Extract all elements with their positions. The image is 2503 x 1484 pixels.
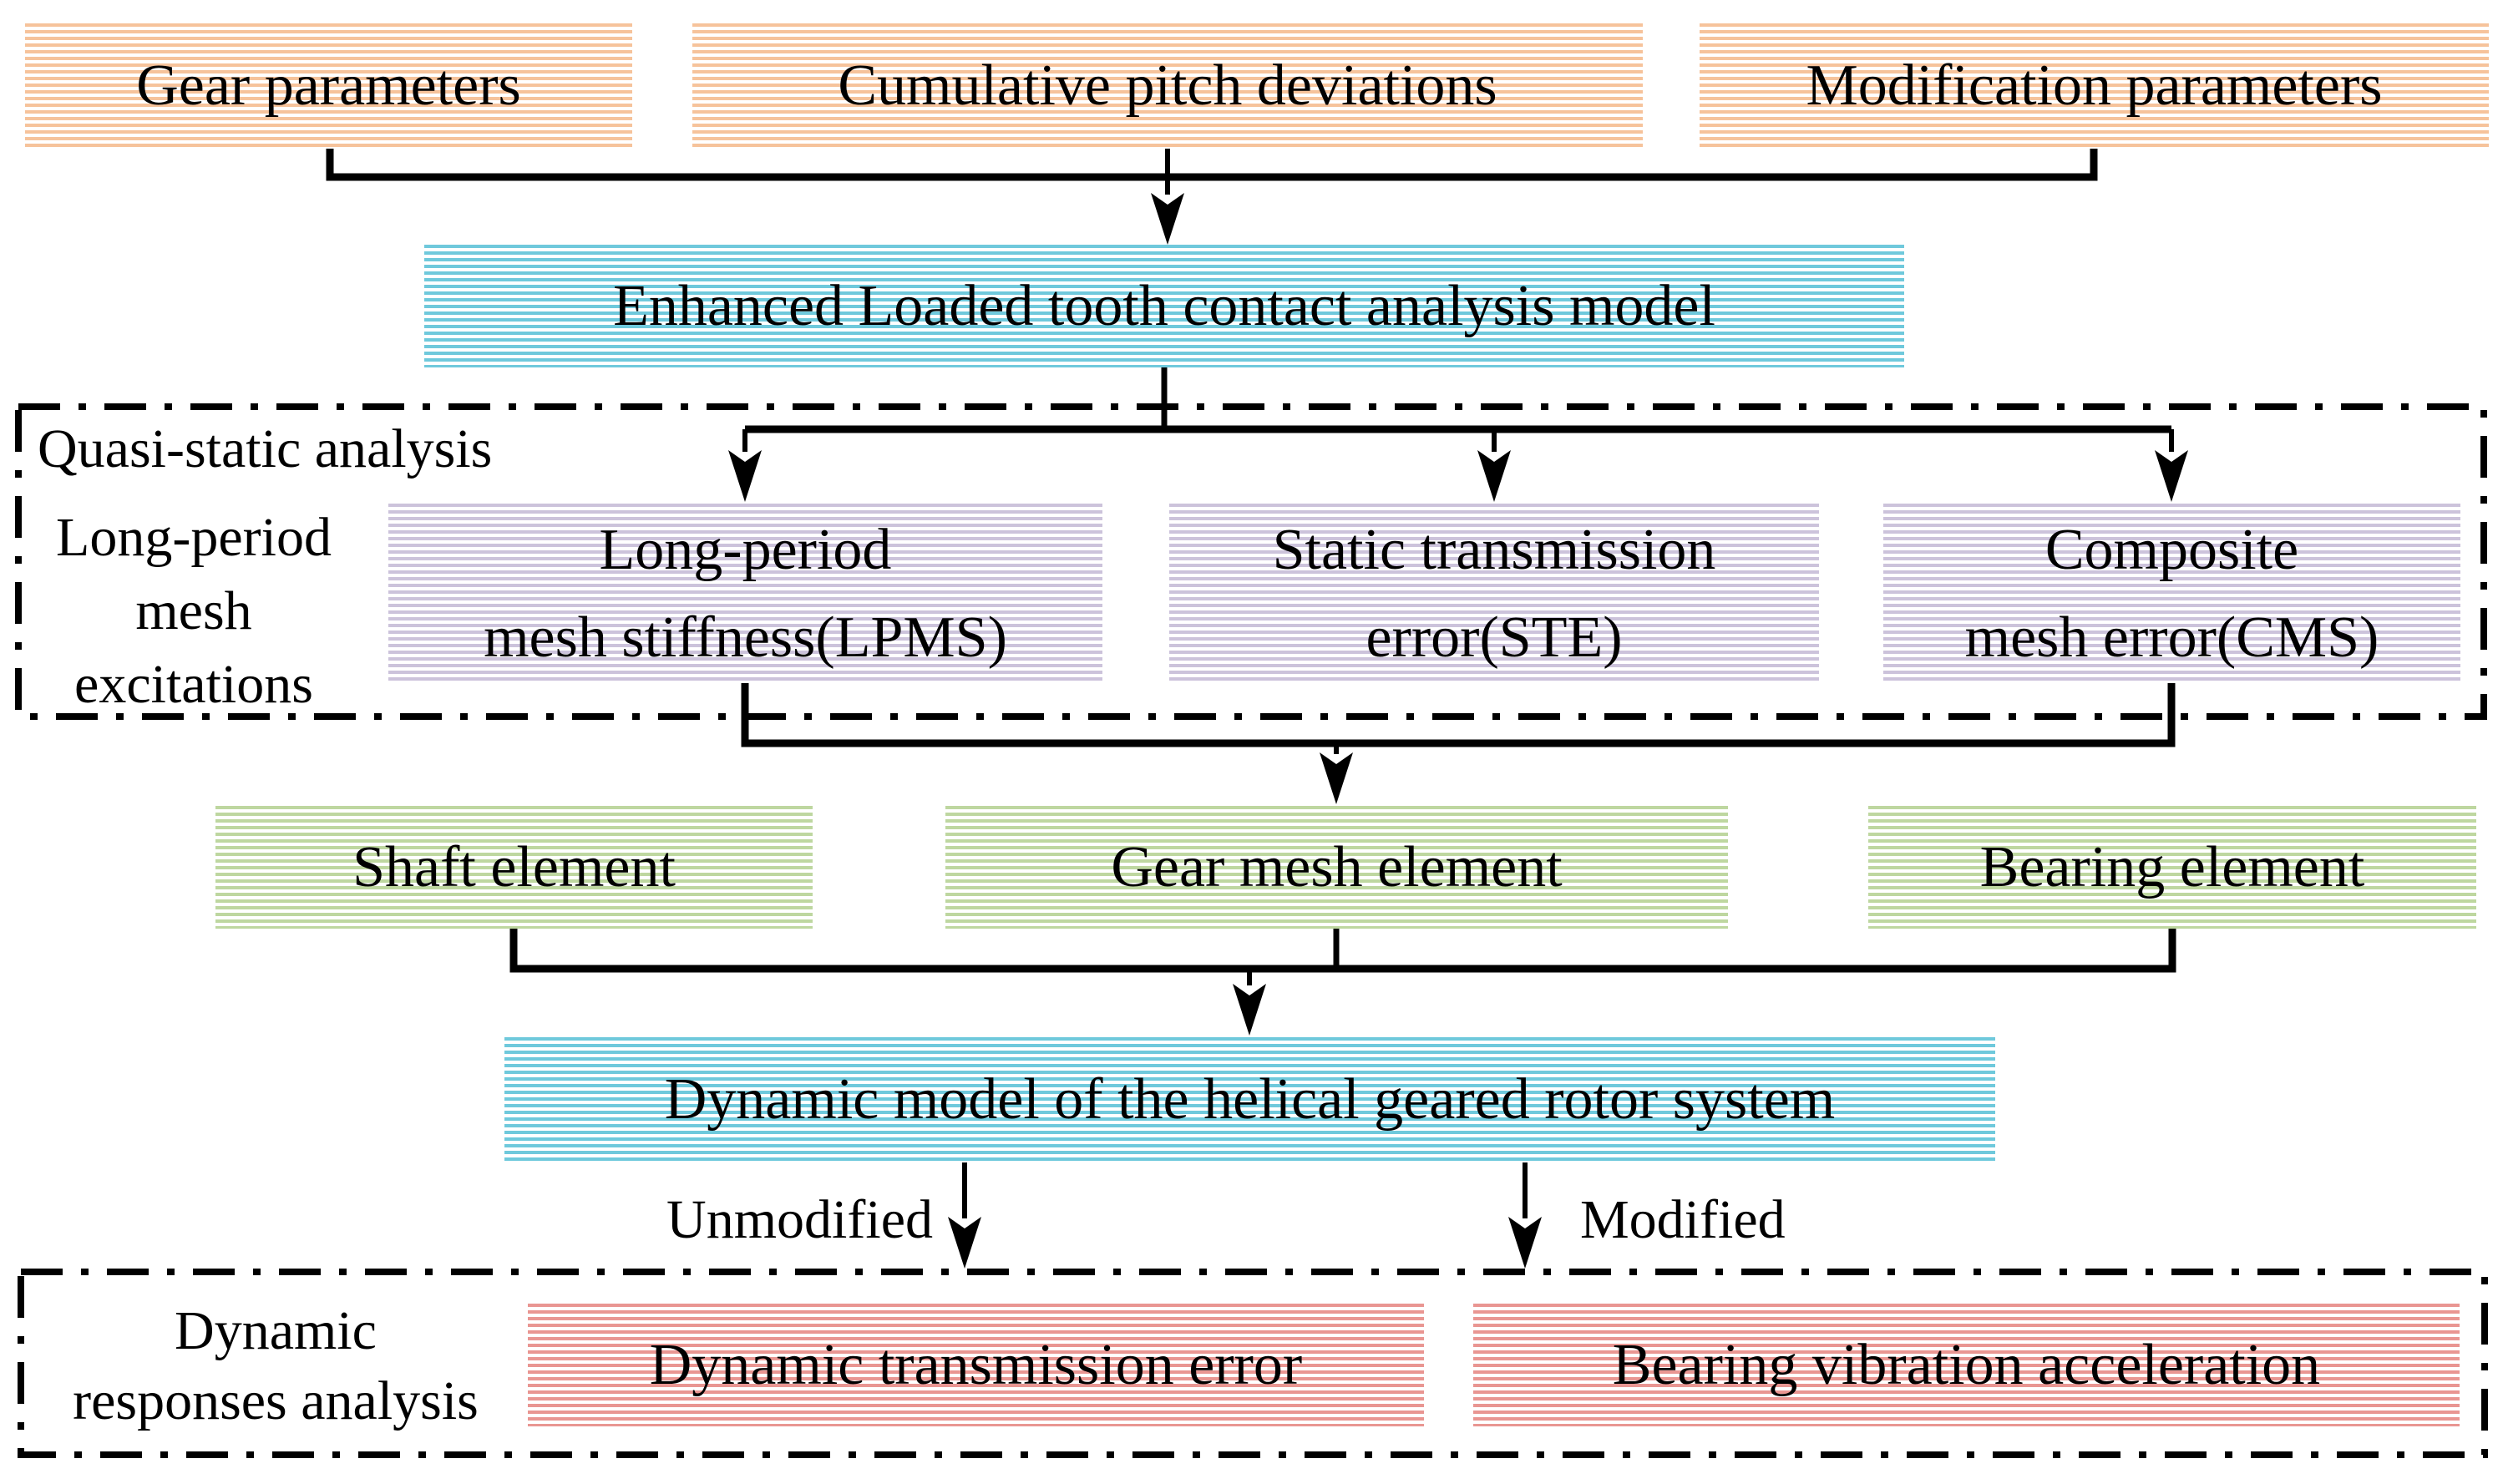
node-cumulative-pitch-deviations-label: Cumulative pitch deviations	[838, 53, 1497, 118]
node-modification-parameters-label: Modification parameters	[1806, 53, 2383, 118]
edge-excitation-bus	[741, 683, 2176, 747]
node-shaft-element-label: Shaft element	[352, 834, 676, 899]
node-ste: Static transmission error(STE)	[1169, 504, 1819, 683]
node-gear-mesh-element: Gear mesh element	[945, 806, 1728, 929]
excitations-label-line2: mesh	[135, 580, 252, 641]
node-bearing-element: Bearing element	[1868, 806, 2476, 929]
node-dynamic-model-label: Dynamic model of the helical geared roto…	[664, 1067, 1836, 1132]
node-bearing-vibration-acceleration: Bearing vibration acceleration	[1473, 1304, 2460, 1426]
node-cms: Composite mesh error(CMS)	[1883, 504, 2460, 683]
region-quasi-static-border	[15, 403, 2487, 720]
node-dynamic-transmission-error-label: Dynamic transmission error	[649, 1332, 1303, 1397]
node-lpms: Long-period mesh stiffness(LPMS)	[388, 504, 1102, 683]
excitations-label-line1: Long-period	[56, 507, 332, 568]
node-cumulative-pitch-deviations: Cumulative pitch deviations	[692, 23, 1643, 149]
node-enhanced-ltca: Enhanced Loaded tooth contact analysis m…	[424, 245, 1904, 367]
unmodified-text: Unmodified	[666, 1189, 933, 1250]
node-shaft-element: Shaft element	[215, 806, 813, 929]
modified-text: Modified	[1580, 1189, 1786, 1250]
responses-label-line2: responses analysis	[73, 1370, 479, 1431]
node-modification-parameters: Modification parameters	[1700, 23, 2489, 149]
node-gear-parameters-label: Gear parameters	[136, 53, 521, 118]
node-lpms-line2: mesh stiffness(LPMS)	[484, 605, 1007, 670]
label-long-period-mesh-excitations: Long-period mesh excitations	[18, 501, 369, 722]
node-bearing-vibration-acceleration-label: Bearing vibration acceleration	[1612, 1332, 2321, 1397]
node-dynamic-transmission-error: Dynamic transmission error	[528, 1304, 1424, 1426]
label-unmodified: Unmodified	[622, 1193, 933, 1248]
node-enhanced-ltca-label: Enhanced Loaded tooth contact analysis m…	[613, 273, 1715, 338]
label-modified: Modified	[1580, 1193, 1864, 1248]
edge-inputs-bus	[326, 149, 2098, 181]
node-dynamic-model: Dynamic model of the helical geared roto…	[504, 1037, 1995, 1162]
region-dynamic-responses-border	[18, 1269, 2488, 1458]
node-ste-line1: Static transmission	[1272, 517, 1716, 582]
quasi-static-title-text: Quasi-static analysis	[38, 418, 493, 479]
node-cms-line1: Composite	[2044, 517, 2299, 582]
node-gear-parameters: Gear parameters	[25, 23, 632, 149]
node-bearing-element-label: Bearing element	[1979, 834, 2365, 899]
excitations-label-line3: excitations	[74, 654, 313, 715]
label-quasi-static-analysis: Quasi-static analysis	[38, 422, 492, 477]
node-lpms-line1: Long-period	[599, 517, 892, 582]
edge-elements-bus	[509, 929, 2176, 973]
node-gear-mesh-element-label: Gear mesh element	[1111, 834, 1563, 899]
responses-label-line1: Dynamic	[175, 1300, 377, 1361]
label-dynamic-responses-analysis: Dynamic responses analysis	[29, 1296, 522, 1436]
node-cms-line2: mesh error(CMS)	[1964, 605, 2379, 670]
node-ste-line2: error(STE)	[1366, 605, 1623, 670]
